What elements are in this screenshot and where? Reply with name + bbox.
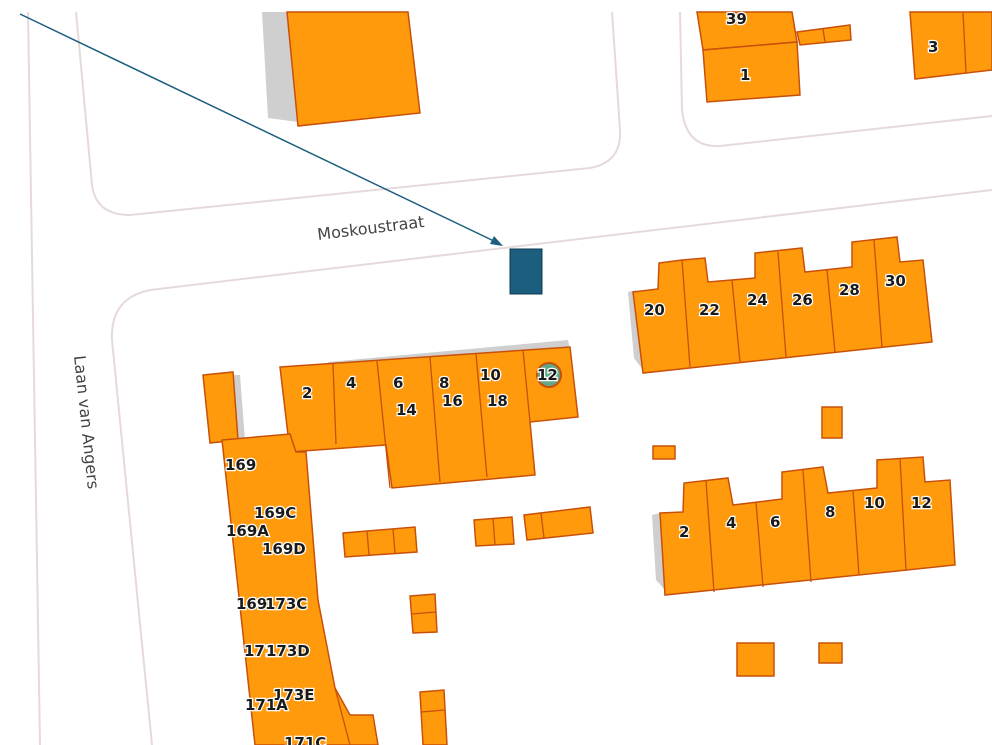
- house-number-label: 14: [396, 401, 417, 419]
- house-number-label: 3: [928, 38, 938, 56]
- arrow-head-icon: [490, 236, 503, 246]
- poi-icon[interactable]: [536, 362, 562, 388]
- house-number-label: 12: [911, 494, 932, 512]
- house-number-label: 173C: [265, 595, 307, 613]
- house-number-label: 10: [480, 366, 501, 384]
- house-numbers: 39 1 3 20 22 24 26 28 30 2 4 6 14 8 16 1…: [224, 9, 940, 745]
- house-number-label: 171A: [245, 696, 288, 714]
- house-number-label: 1: [740, 66, 750, 84]
- house-number-label: 22: [699, 301, 720, 319]
- street-label-laan-van-angers: Laan van Angers: [70, 354, 103, 490]
- house-number-label: 39: [726, 10, 747, 28]
- house-number-label: 171C: [284, 734, 326, 745]
- house-number-label: 8: [439, 374, 449, 392]
- house-number-label: 173D: [266, 642, 310, 660]
- house-number-label: 171: [244, 642, 275, 660]
- house-number-label: 18: [487, 392, 508, 410]
- house-number-label: 4: [346, 374, 356, 392]
- house-number-label: 26: [792, 291, 813, 309]
- sheds: [342, 506, 594, 745]
- house-number-label: 2: [679, 523, 689, 541]
- house-number-label: 28: [839, 281, 860, 299]
- building-1[interactable]: [702, 41, 801, 103]
- direction-line: [19, 13, 499, 244]
- house-number-label: 2: [302, 384, 312, 402]
- shed[interactable]: [652, 445, 676, 460]
- house-number-label: 6: [393, 374, 403, 392]
- shed[interactable]: [821, 406, 843, 439]
- street-label-moskoustraat: Moskoustraat: [316, 212, 425, 244]
- block-center[interactable]: [279, 346, 579, 489]
- road-edges: [27, 11, 992, 745]
- house-number-label: 169D: [262, 540, 306, 558]
- shed[interactable]: [736, 642, 775, 677]
- shed[interactable]: [818, 642, 843, 664]
- house-number-label: 169C: [254, 504, 296, 522]
- house-number-label: 12: [537, 366, 558, 384]
- house-number-label: 173E: [273, 686, 315, 704]
- house-number-label: 24: [747, 291, 768, 309]
- house-number-label: 169: [236, 595, 267, 613]
- house-number-label: 169A: [226, 522, 269, 540]
- building[interactable]: [286, 11, 421, 127]
- house-number-label: 169: [225, 456, 256, 474]
- house-number-label: 4: [726, 514, 736, 532]
- house-number-label: 16: [442, 392, 463, 410]
- house-number-label: 20: [644, 301, 665, 319]
- house-number-label: 6: [770, 513, 780, 531]
- house-number-label: 30: [885, 272, 906, 290]
- house-number-label: 8: [825, 503, 835, 521]
- location-marker[interactable]: [509, 248, 543, 295]
- building[interactable]: [202, 371, 239, 444]
- building-3[interactable]: [909, 11, 992, 80]
- house-number-label: 10: [864, 494, 885, 512]
